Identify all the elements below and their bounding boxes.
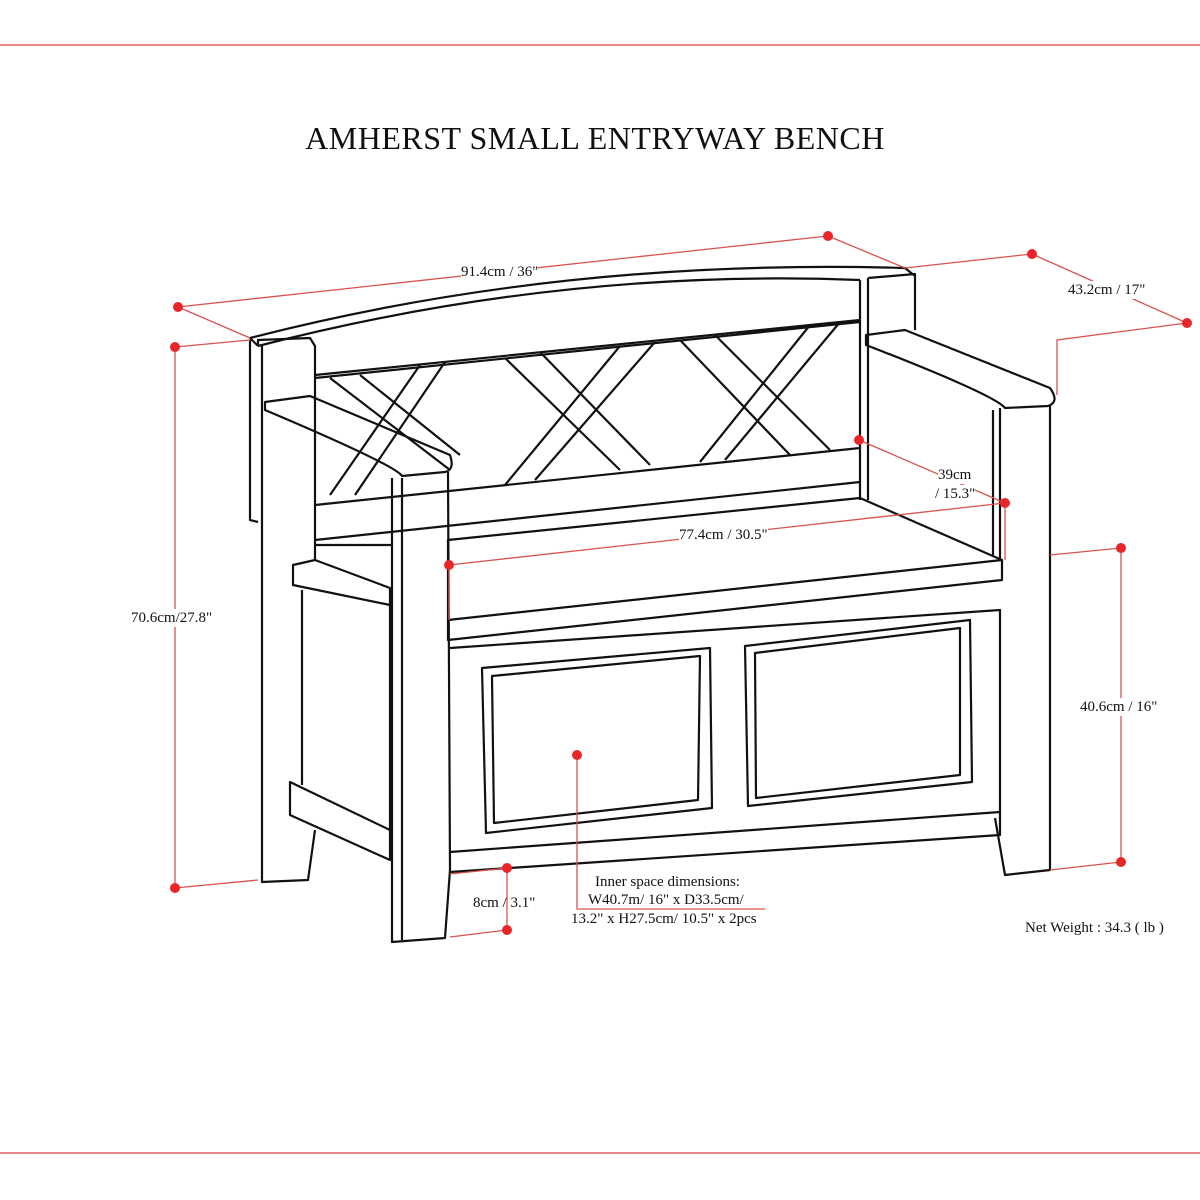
inner-space-line1: Inner space dimensions: (595, 874, 740, 890)
seat-width-label: 77.4cm / 30.5" (679, 526, 768, 544)
seat-depth-label-line1: 39cm (938, 466, 972, 484)
inner-space-line3: 13.2" x H27.5cm/ 10.5" x 2pcs (571, 911, 757, 927)
bottom-rule (0, 1152, 1200, 1154)
inner-space-line2: W40.7m/ 16" x D33.5cm/ (588, 892, 744, 908)
bench-outline (248, 265, 1056, 944)
net-weight-label: Net Weight : 34.3 ( lb ) (1025, 920, 1164, 936)
top-rule (0, 44, 1200, 46)
seat-height-label: 40.6cm / 16" (1080, 698, 1158, 716)
width-label: 91.4cm / 36" (461, 263, 539, 281)
diagram-title: AMHERST SMALL ENTRYWAY BENCH (305, 120, 885, 156)
seat-depth-label-line2: / 15.3" (935, 485, 976, 503)
height-label: 70.6cm/27.8" (131, 609, 213, 627)
depth-label: 43.2cm / 17" (1068, 281, 1146, 299)
clearance-label: 8cm / 3.1" (473, 895, 536, 911)
